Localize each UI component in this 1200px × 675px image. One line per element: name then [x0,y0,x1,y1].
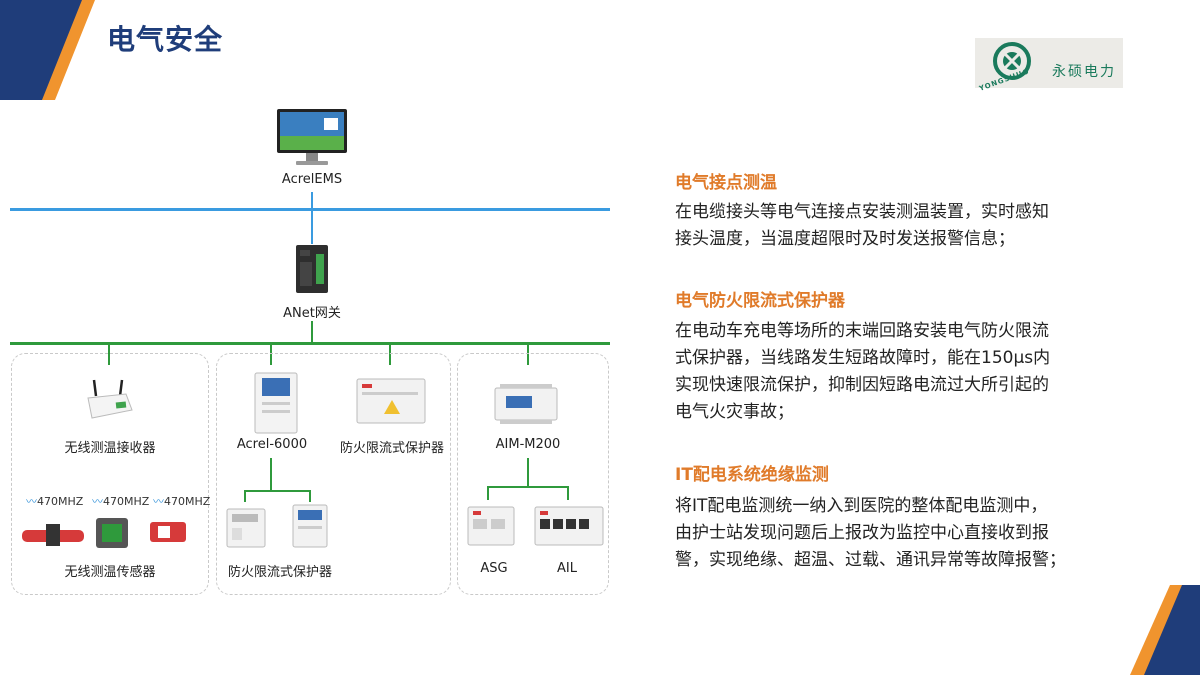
group-wireless [11,353,209,595]
connector [311,321,313,343]
frequency-label: 〰470MHZ [153,495,211,508]
branch-line [487,486,569,488]
limiter-bottom-label: 防火限流式保护器 [227,565,332,580]
connector [270,345,272,365]
limiter-top-label: 防火限流式保护器 [339,441,444,456]
logo-emblem-icon [993,42,1031,80]
connector [527,345,529,365]
section-body: 在电动车充电等场所的末端回路安装电气防火限流 式保护器，当线路发生短路故障时，能… [675,321,1051,422]
gateway-label: ANet网关 [283,306,341,321]
aim-m200-label: AIM-M200 [495,437,561,452]
section-title: 电气接点测温 [675,173,777,193]
section-title: IT配电系统绝缘监测 [675,465,829,485]
connector [309,490,311,502]
receiver-label: 无线测温接收器 [64,441,156,456]
current-limiter-device-icon [356,378,426,424]
aim-m200-device-icon [494,384,558,424]
wireless-receiver-icon [87,379,133,419]
connector [108,345,110,365]
connector [487,486,489,500]
acrel-6000-label: Acrel-6000 [236,437,308,452]
connector [311,211,313,244]
signal-icon: 〰 [92,495,103,508]
signal-icon: 〰 [153,495,164,508]
monitor-icon [277,109,347,165]
top-bus-line [10,208,610,211]
section-body: 在电缆接头等电气连接点安装测温装置，实时感知 接头温度，当温度超限时及时发送报警… [675,202,1049,249]
ail-label: AIL [557,561,577,576]
connector [270,458,272,490]
limiter-device-icon [226,508,266,548]
connector [567,486,569,500]
connector [244,490,246,502]
corner-decoration-top-left [0,0,95,100]
signal-icon: 〰 [26,495,37,508]
gateway-device-icon [296,245,328,293]
sensor-label: 无线测温传感器 [64,565,156,580]
connector [527,458,529,486]
meter-device-icon [292,504,328,548]
ail-device-icon [534,506,604,546]
corner-decoration-bottom-right [1130,585,1200,675]
branch-line [244,490,311,492]
connector [389,345,391,365]
wireless-sensors-icon [22,518,186,548]
logo-text: 永硕电力 [1052,64,1116,80]
group-fire-protection [216,353,451,595]
acrel-6000-device-icon [254,372,298,434]
frequency-label: 〰470MHZ [92,495,150,508]
section-body: 将IT配电监测统一纳入到医院的整体配电监测中， 由护士站发现问题后上报改为监控中… [675,496,1066,570]
asg-label: ASG [480,561,508,576]
main-bus-line [10,342,610,345]
frequency-label: 〰470MHZ [26,495,84,508]
section-title: 电气防火限流式保护器 [675,291,845,311]
page-title: 电气安全 [107,23,224,56]
connector [311,192,313,210]
group-insulation [457,353,609,595]
asg-device-icon [467,506,515,546]
logo [975,38,1123,88]
top-node-label: AcrelEMS [281,172,343,187]
